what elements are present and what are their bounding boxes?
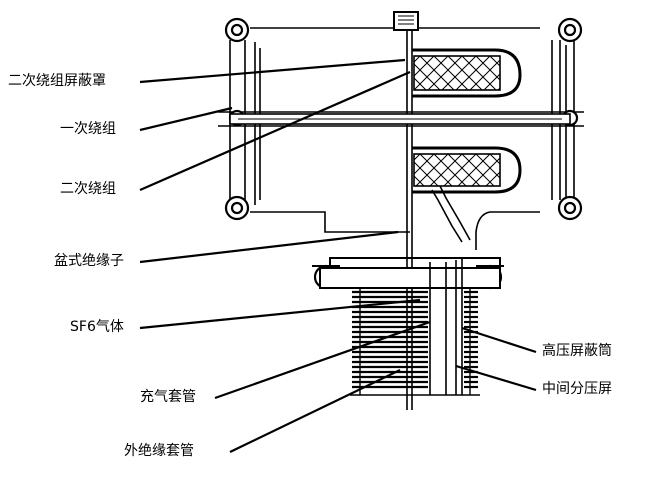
top-cap (393, 11, 419, 31)
label-sf6-gas: SF6气体 (70, 319, 124, 335)
label-hv-shield-cylinder: 高压屏蔽筒 (542, 343, 612, 359)
label-outer-insulating-bushing: 外绝缘套管 (124, 443, 194, 459)
label-secondary-winding-shield: 二次绕组屏蔽罩 (8, 73, 106, 89)
basin-insulator (312, 257, 504, 289)
label-intermediate-voltage-screen: 中间分压屏 (542, 381, 612, 397)
leader-lines (139, 58, 537, 453)
secondary-winding (413, 55, 501, 187)
charging-bushing (429, 258, 463, 395)
label-secondary-winding: 二次绕组 (60, 181, 116, 197)
lead-wire (431, 185, 471, 243)
label-primary-winding: 一次绕组 (60, 121, 116, 137)
label-basin-insulator: 盆式绝缘子 (54, 253, 124, 269)
bushing-ribs (352, 290, 478, 389)
label-charging-bushing: 充气套管 (140, 389, 196, 405)
secondary-winding-shield (412, 48, 522, 194)
